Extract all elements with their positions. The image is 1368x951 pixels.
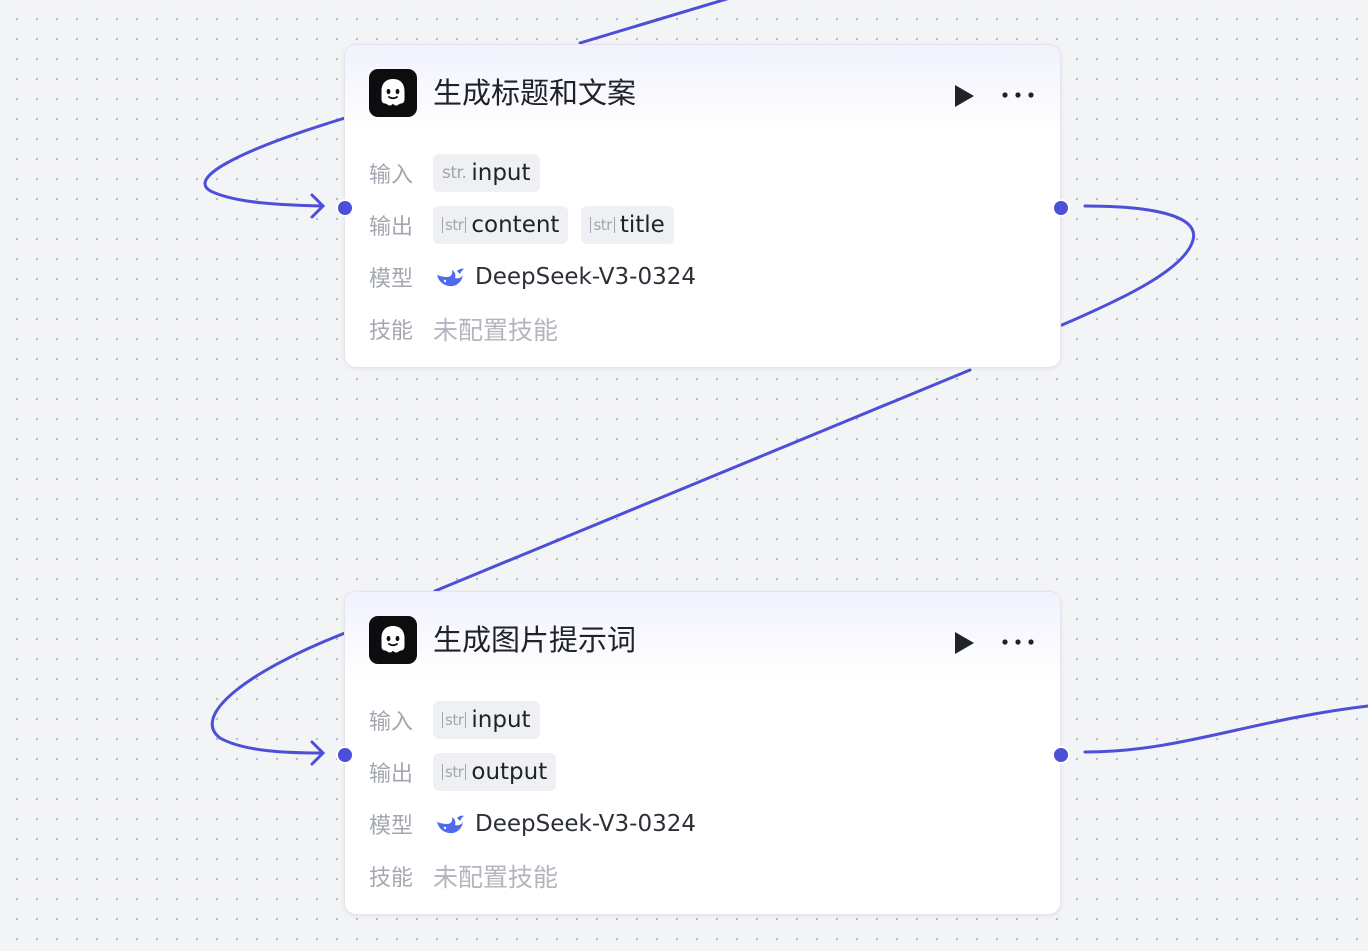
edge-loop-into-node-2[interactable] <box>210 631 347 755</box>
more-options-button[interactable] <box>1001 632 1035 652</box>
model-selector[interactable]: DeepSeek-V3-0324 <box>433 264 696 290</box>
run-button[interactable] <box>951 83 977 109</box>
input-port[interactable] <box>336 746 354 764</box>
variable-name: output <box>471 759 548 785</box>
output-variable-tag[interactable]: str output <box>433 753 557 791</box>
variable-name: input <box>471 160 531 186</box>
ghost-logo-icon <box>369 616 417 664</box>
run-button[interactable] <box>951 630 977 656</box>
output-row: 输出 str content str title <box>369 199 1036 251</box>
model-name: DeepSeek-V3-0324 <box>475 811 696 837</box>
model-label: 模型 <box>369 267 414 292</box>
variable-name: content <box>471 212 560 238</box>
output-label: 输出 <box>369 215 414 240</box>
output-variable-tag[interactable]: str content <box>433 206 569 244</box>
node-title: 生成标题和文案 <box>433 76 637 110</box>
deepseek-whale-icon <box>437 815 464 834</box>
model-label: 模型 <box>369 814 414 839</box>
type-str-badge: str <box>442 217 467 233</box>
model-selector[interactable]: DeepSeek-V3-0324 <box>433 811 696 837</box>
node-card-2[interactable]: 生成图片提示词 输入 str input 输出 str output <box>336 591 1070 915</box>
type-str-badge: str <box>590 217 615 233</box>
model-row: 模型 DeepSeek-V3-0324 <box>369 251 1036 303</box>
skill-value[interactable]: 未配置技能 <box>433 316 559 345</box>
skill-row: 技能 未配置技能 <box>369 850 1036 902</box>
edge-out-of-node-2[interactable] <box>1083 704 1368 754</box>
type-str-badge: str. <box>442 163 467 183</box>
arrow-into-node-1 <box>310 193 326 219</box>
model-row: 模型 DeepSeek-V3-0324 <box>369 798 1036 850</box>
variable-name: input <box>471 707 531 733</box>
ellipsis-icon <box>1002 92 1034 98</box>
edge-node-1-to-node-2-diagonal[interactable] <box>433 368 972 593</box>
model-name: DeepSeek-V3-0324 <box>475 264 696 290</box>
play-icon <box>955 85 974 107</box>
edge-into-node-1-top[interactable] <box>578 0 740 45</box>
input-variable-tag[interactable]: str. input <box>433 154 540 192</box>
input-label: 输入 <box>369 710 414 735</box>
node-header: 生成标题和文案 <box>345 45 1060 131</box>
input-port[interactable] <box>336 199 354 217</box>
output-variable-tag[interactable]: str title <box>581 206 674 244</box>
play-icon <box>955 632 974 654</box>
output-port[interactable] <box>1052 199 1070 217</box>
edge-node-1-to-node-2[interactable] <box>1060 204 1196 327</box>
output-row: 输出 str output <box>369 746 1036 798</box>
input-row: 输入 str input <box>369 694 1036 746</box>
output-port[interactable] <box>1052 746 1070 764</box>
ellipsis-icon <box>1002 639 1034 645</box>
more-options-button[interactable] <box>1001 85 1035 105</box>
skill-row: 技能 未配置技能 <box>369 303 1036 355</box>
ghost-logo-icon <box>369 69 417 117</box>
edge-loop-into-node-1[interactable] <box>203 116 347 208</box>
type-str-badge: str <box>442 712 467 728</box>
input-row: 输入 str. input <box>369 147 1036 199</box>
arrow-into-node-2 <box>310 740 326 766</box>
node-header: 生成图片提示词 <box>345 592 1060 678</box>
node-card-1[interactable]: 生成标题和文案 输入 str. input 输出 str content <box>336 44 1070 368</box>
type-str-badge: str <box>442 764 467 780</box>
output-label: 输出 <box>369 762 414 787</box>
input-variable-tag[interactable]: str input <box>433 701 540 739</box>
skill-value[interactable]: 未配置技能 <box>433 863 559 892</box>
skill-label: 技能 <box>369 866 414 891</box>
input-label: 输入 <box>369 163 414 188</box>
variable-name: title <box>619 212 665 238</box>
deepseek-whale-icon <box>437 268 464 287</box>
node-title: 生成图片提示词 <box>433 623 637 657</box>
skill-label: 技能 <box>369 319 414 344</box>
